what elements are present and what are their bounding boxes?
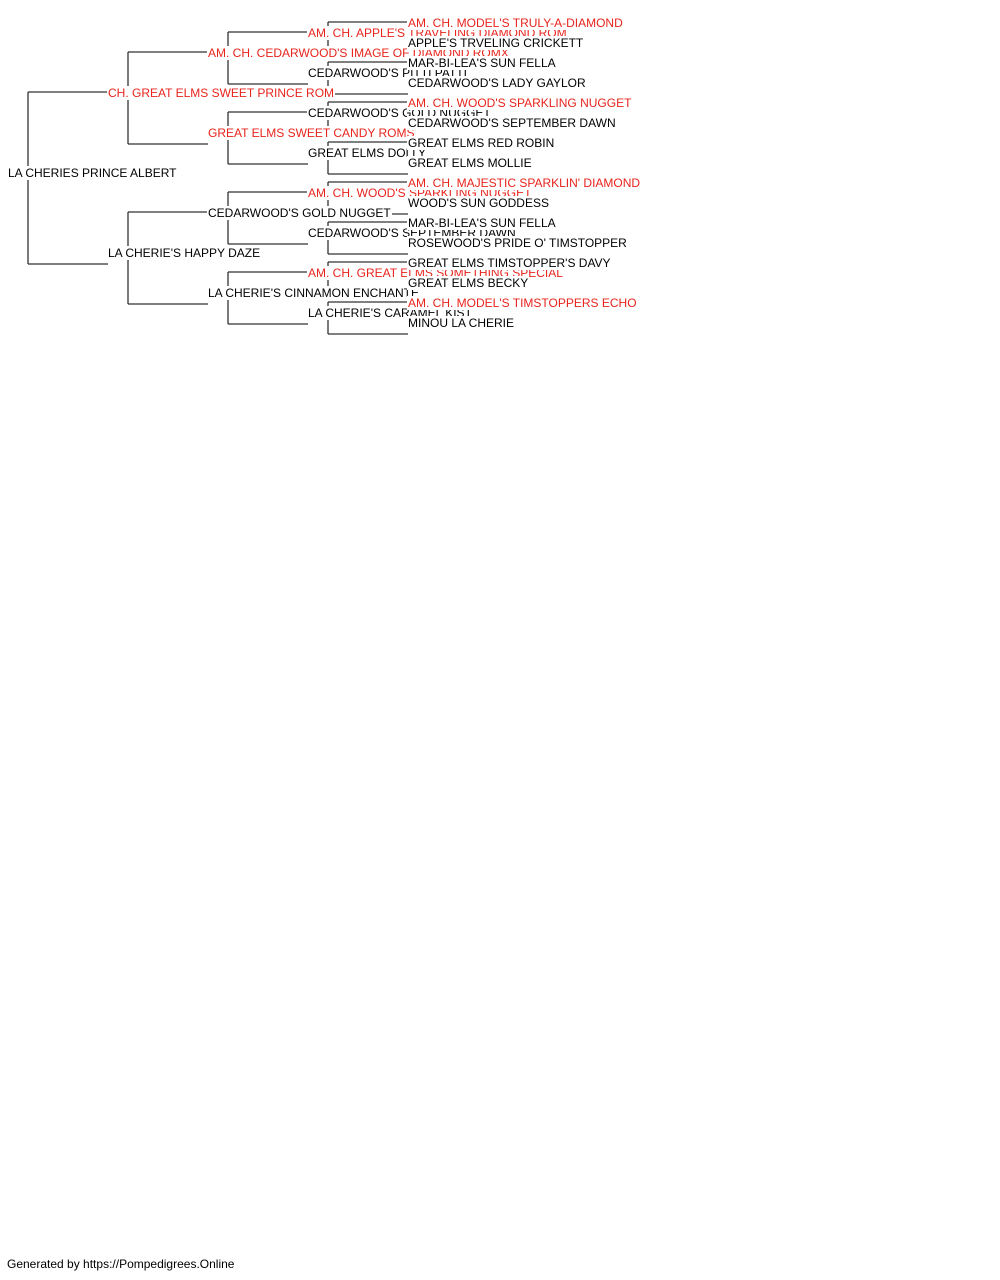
pedigree-node-am-ch-wood-s-sparkling-nugget: AM. CH. WOOD'S SPARKLING NUGGET (407, 96, 633, 110)
pedigree-node-am-ch-model-s-truly-a-diamond: AM. CH. MODEL'S TRULY-A-DIAMOND (407, 16, 624, 30)
pedigree-node-great-elms-sweet-candy-roms: GREAT ELMS SWEET CANDY ROMS (207, 126, 416, 140)
pedigree-node-rosewood-s-pride-o-timstopper: ROSEWOOD'S PRIDE O' TIMSTOPPER (407, 236, 628, 250)
pedigree-node-ch-great-elms-sweet-prince-rom: CH. GREAT ELMS SWEET PRINCE ROM (107, 86, 336, 100)
pedigree-node-la-cherie-s-happy-daze: LA CHERIE'S HAPPY DAZE (107, 246, 262, 260)
pedigree-node-great-elms-timstopper-s-davy: GREAT ELMS TIMSTOPPER'S DAVY (407, 256, 612, 270)
pedigree-node-great-elms-becky: GREAT ELMS BECKY (407, 276, 530, 290)
pedigree-node-la-cherie-s-cinnamon-enchante: LA CHERIE'S CINNAMON ENCHANTE (207, 286, 420, 300)
pedigree-node-mar-bi-lea-s-sun-fella: MAR-BI-LEA'S SUN FELLA (407, 56, 557, 70)
pedigree-node-am-ch-majestic-sparklin-diamond: AM. CH. MAJESTIC SPARKLIN' DIAMOND (407, 176, 642, 190)
pedigree-node-la-cheries-prince-albert: LA CHERIES PRINCE ALBERT (7, 166, 178, 180)
pedigree-node-great-elms-dolly: GREAT ELMS DOLLY (307, 146, 428, 160)
pedigree-node-minou-la-cherie: MINOU LA CHERIE (407, 316, 516, 330)
pedigree-node-wood-s-sun-goddess: WOOD'S SUN GODDESS (407, 196, 550, 210)
pedigree-node-cedarwood-s-september-dawn: CEDARWOOD'S SEPTEMBER DAWN (407, 116, 617, 130)
pedigree-node-cedarwood-s-lady-gaylor: CEDARWOOD'S LADY GAYLOR (407, 76, 587, 90)
pedigree-node-mar-bi-lea-s-sun-fella: MAR-BI-LEA'S SUN FELLA (407, 216, 557, 230)
pedigree-node-am-ch-model-s-timstoppers-echo: AM. CH. MODEL'S TIMSTOPPERS ECHO (407, 296, 638, 310)
pedigree-node-apple-s-trveling-crickett: APPLE'S TRVELING CRICKETT (407, 36, 585, 50)
pedigree-node-great-elms-mollie: GREAT ELMS MOLLIE (407, 156, 533, 170)
generated-by-footer: Generated by https://Pompedigrees.Online (7, 1257, 235, 1271)
pedigree-node-cedarwood-s-gold-nugget: CEDARWOOD'S GOLD NUGGET (207, 206, 392, 220)
pedigree-node-great-elms-red-robin: GREAT ELMS RED ROBIN (407, 136, 556, 150)
